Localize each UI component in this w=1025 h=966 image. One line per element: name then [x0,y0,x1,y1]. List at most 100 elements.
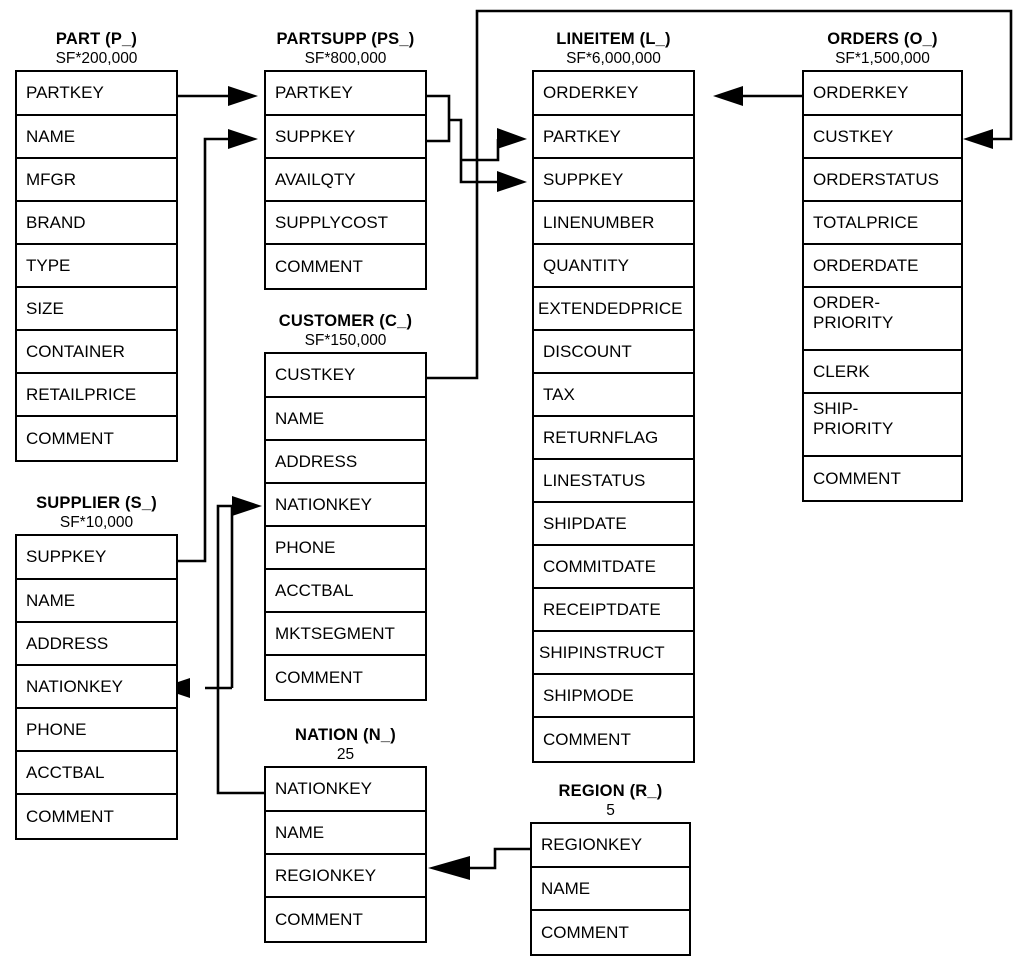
table-partsupp-box: PARTKEY SUPPKEY AVAILQTY SUPPLYCOST COMM… [264,70,427,290]
table-partsupp-cardinality: SF*800,000 [304,50,387,67]
column-lineitem-shipmode: SHIPMODE [534,675,693,718]
table-part: PART (P_) SF*200,000 PARTKEY NAME MFGR B… [15,30,178,462]
table-nation: NATION (N_) 25 NATIONKEY NAME REGIONKEY … [264,726,427,943]
table-customer: CUSTOMER (C_) SF*150,000 CUSTKEY NAME AD… [264,312,427,701]
column-orders-totalprice: TOTALPRICE [804,202,961,245]
column-lineitem-linestatus: LINESTATUS [534,460,693,503]
column-lineitem-linenumber: LINENUMBER [534,202,693,245]
column-part-partkey: PARTKEY [17,72,176,116]
column-part-mfgr: MFGR [17,159,176,202]
table-supplier: SUPPLIER (S_) SF*10,000 SUPPKEY NAME ADD… [15,494,178,840]
table-customer-title: CUSTOMER (C_) [278,312,413,330]
column-customer-address: ADDRESS [266,441,425,484]
table-nation-title: NATION (N_) [295,726,396,744]
column-lineitem-suppkey: SUPPKEY [534,159,693,202]
column-part-name: NAME [17,116,176,159]
column-customer-comment: COMMENT [266,656,425,699]
column-orders-custkey: CUSTKEY [804,116,961,159]
column-supplier-phone: PHONE [17,709,176,752]
column-supplier-acctbal: ACCTBAL [17,752,176,795]
table-customer-box: CUSTKEY NAME ADDRESS NATIONKEY PHONE ACC… [264,352,427,701]
table-lineitem: LINEITEM (L_) SF*6,000,000 ORDERKEY PART… [532,30,695,763]
column-lineitem-quantity: QUANTITY [534,245,693,288]
column-orders-shippriority: SHIP- PRIORITY [804,394,961,457]
edge-partsupp-to-lineitem [427,94,527,192]
column-lineitem-commitdate: COMMITDATE [534,546,693,589]
column-orders-shippriority-line2: PRIORITY [813,419,894,438]
table-supplier-title: SUPPLIER (S_) [36,494,157,512]
table-region-title: REGION (R_) [558,782,663,800]
column-lineitem-extendedprice: EXTENDEDPRICE [534,288,693,331]
column-customer-custkey: CUSTKEY [266,354,425,398]
column-lineitem-receiptdate: RECEIPTDATE [534,589,693,632]
column-orders-comment: COMMENT [804,457,961,500]
column-partsupp-partkey: PARTKEY [266,72,425,116]
column-customer-acctbal: ACCTBAL [266,570,425,613]
column-customer-nationkey: NATIONKEY [266,484,425,527]
column-part-brand: BRAND [17,202,176,245]
table-lineitem-cardinality: SF*6,000,000 [566,50,661,67]
edge-orders-orderkey-to-lineitem-orderkey [713,86,803,106]
table-nation-cardinality: 25 [336,746,355,763]
table-nation-box: NATIONKEY NAME REGIONKEY COMMENT [264,766,427,943]
table-part-title: PART (P_) [55,30,138,48]
column-lineitem-orderkey: ORDERKEY [534,72,693,116]
table-orders-box: ORDERKEY CUSTKEY ORDERSTATUS TOTALPRICE … [802,70,963,502]
table-partsupp: PARTSUPP (PS_) SF*800,000 PARTKEY SUPPKE… [264,30,427,290]
column-partsupp-supplycost: SUPPLYCOST [266,202,425,245]
table-supplier-box: SUPPKEY NAME ADDRESS NATIONKEY PHONE ACC… [15,534,178,840]
column-part-retailprice: RETAILPRICE [17,374,176,417]
column-lineitem-shipinstruct: SHIPINSTRUCT [534,632,693,675]
edge-supplier-suppkey-to-partsupp-suppkey [178,129,258,563]
column-partsupp-availqty: AVAILQTY [266,159,425,202]
column-partsupp-suppkey: SUPPKEY [266,116,425,159]
table-customer-cardinality: SF*150,000 [304,332,387,349]
table-lineitem-title: LINEITEM (L_) [556,30,671,48]
column-supplier-name: NAME [17,580,176,623]
column-region-comment: COMMENT [532,911,689,954]
table-supplier-cardinality: SF*10,000 [59,514,134,531]
column-lineitem-shipdate: SHIPDATE [534,503,693,546]
edge-part-partkey-to-partsupp-partkey [178,86,258,106]
column-customer-phone: PHONE [266,527,425,570]
column-nation-name: NAME [266,812,425,855]
column-supplier-comment: COMMENT [17,795,176,838]
table-part-box: PARTKEY NAME MFGR BRAND TYPE SIZE CONTAI… [15,70,178,462]
column-orders-shippriority-line1: SHIP- [813,399,859,418]
column-supplier-address: ADDRESS [17,623,176,666]
column-supplier-nationkey: NATIONKEY [17,666,176,709]
column-customer-name: NAME [266,398,425,441]
column-supplier-suppkey: SUPPKEY [17,536,176,580]
column-partsupp-comment: COMMENT [266,245,425,288]
column-nation-regionkey: REGIONKEY [266,855,425,898]
column-part-size: SIZE [17,288,176,331]
column-orders-orderpriority-line1: ORDER- [813,293,881,312]
table-part-cardinality: SF*200,000 [55,50,138,67]
column-lineitem-discount: DISCOUNT [534,331,693,374]
column-nation-comment: COMMENT [266,898,425,941]
column-lineitem-partkey: PARTKEY [534,116,693,159]
table-region: REGION (R_) 5 REGIONKEY NAME COMMENT [530,782,691,956]
column-orders-orderkey: ORDERKEY [804,72,961,116]
column-customer-mktsegment: MKTSEGMENT [266,613,425,656]
table-region-box: REGIONKEY NAME COMMENT [530,822,691,956]
column-orders-orderpriority: ORDER- PRIORITY [804,288,961,351]
edge-region-regionkey-to-nation-regionkey [428,847,530,880]
column-lineitem-comment: COMMENT [534,718,693,761]
table-orders-title: ORDERS (O_) [827,30,938,48]
column-orders-orderstatus: ORDERSTATUS [804,159,961,202]
column-region-name: NAME [532,868,689,911]
column-part-container: CONTAINER [17,331,176,374]
column-part-comment: COMMENT [17,417,176,460]
table-partsupp-title: PARTSUPP (PS_) [276,30,415,48]
column-lineitem-tax: TAX [534,374,693,417]
column-region-regionkey: REGIONKEY [532,824,689,868]
column-orders-orderdate: ORDERDATE [804,245,961,288]
table-orders: ORDERS (O_) SF*1,500,000 ORDERKEY CUSTKE… [802,30,963,502]
table-region-cardinality: 5 [606,802,615,819]
column-part-type: TYPE [17,245,176,288]
column-orders-orderpriority-line2: PRIORITY [813,313,894,332]
column-orders-clerk: CLERK [804,351,961,394]
table-lineitem-box: ORDERKEY PARTKEY SUPPKEY LINENUMBER QUAN… [532,70,695,763]
